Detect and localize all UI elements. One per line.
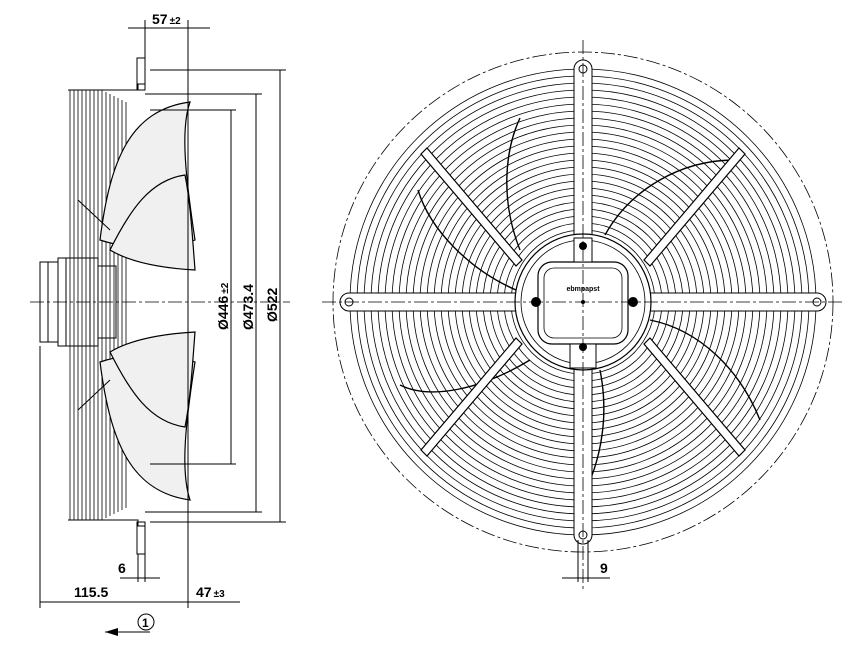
side-blade-mid-lower xyxy=(109,331,196,428)
svg-text:Ø446±2: Ø446 ±2 xyxy=(215,282,231,330)
foot-width-value: 9 xyxy=(600,560,608,576)
strut-lower xyxy=(77,379,111,411)
dia-446-tol: ±2 xyxy=(220,282,231,293)
dim-foot-width: 9 xyxy=(562,540,610,582)
svg-text:47±3: 47±3 xyxy=(196,584,225,600)
dim-flange-offset: 57±2 xyxy=(128,11,210,530)
upper-flange xyxy=(136,57,146,91)
lower-flange xyxy=(136,521,146,555)
flange-thickness-value: 6 xyxy=(118,560,126,576)
dim-diameters: Ø446 ±2 Ø473.4 Ø522 xyxy=(145,69,286,523)
svg-text:57±2: 57±2 xyxy=(152,11,181,27)
airflow-marker-label: 1 xyxy=(142,616,149,630)
front-view: ebmpapst 9 xyxy=(322,40,842,590)
overall-depth-value: 115.5 xyxy=(74,584,108,600)
dim-bottom: 6 115.5 47±3 xyxy=(39,346,240,608)
side-view: 57±2 Ø446±2 Ø473.4 Ø522 6 115.5 xyxy=(30,11,290,636)
front-fan-blades xyxy=(399,117,761,511)
front-struts xyxy=(420,147,746,457)
hub-depth-value: 47 xyxy=(196,584,212,600)
airflow-direction-marker: 1 xyxy=(105,613,155,636)
strut-upper xyxy=(77,199,111,231)
flange-offset-value: 57 xyxy=(152,11,168,27)
dia-446-value: Ø446 xyxy=(215,296,231,330)
dia-522-value: Ø522 xyxy=(264,288,280,322)
hub-depth-tol: ±3 xyxy=(214,589,225,600)
dia-473-value: Ø473.4 xyxy=(240,284,256,330)
flange-offset-tol: ±2 xyxy=(170,16,181,27)
side-blade-mid-upper xyxy=(109,174,196,271)
